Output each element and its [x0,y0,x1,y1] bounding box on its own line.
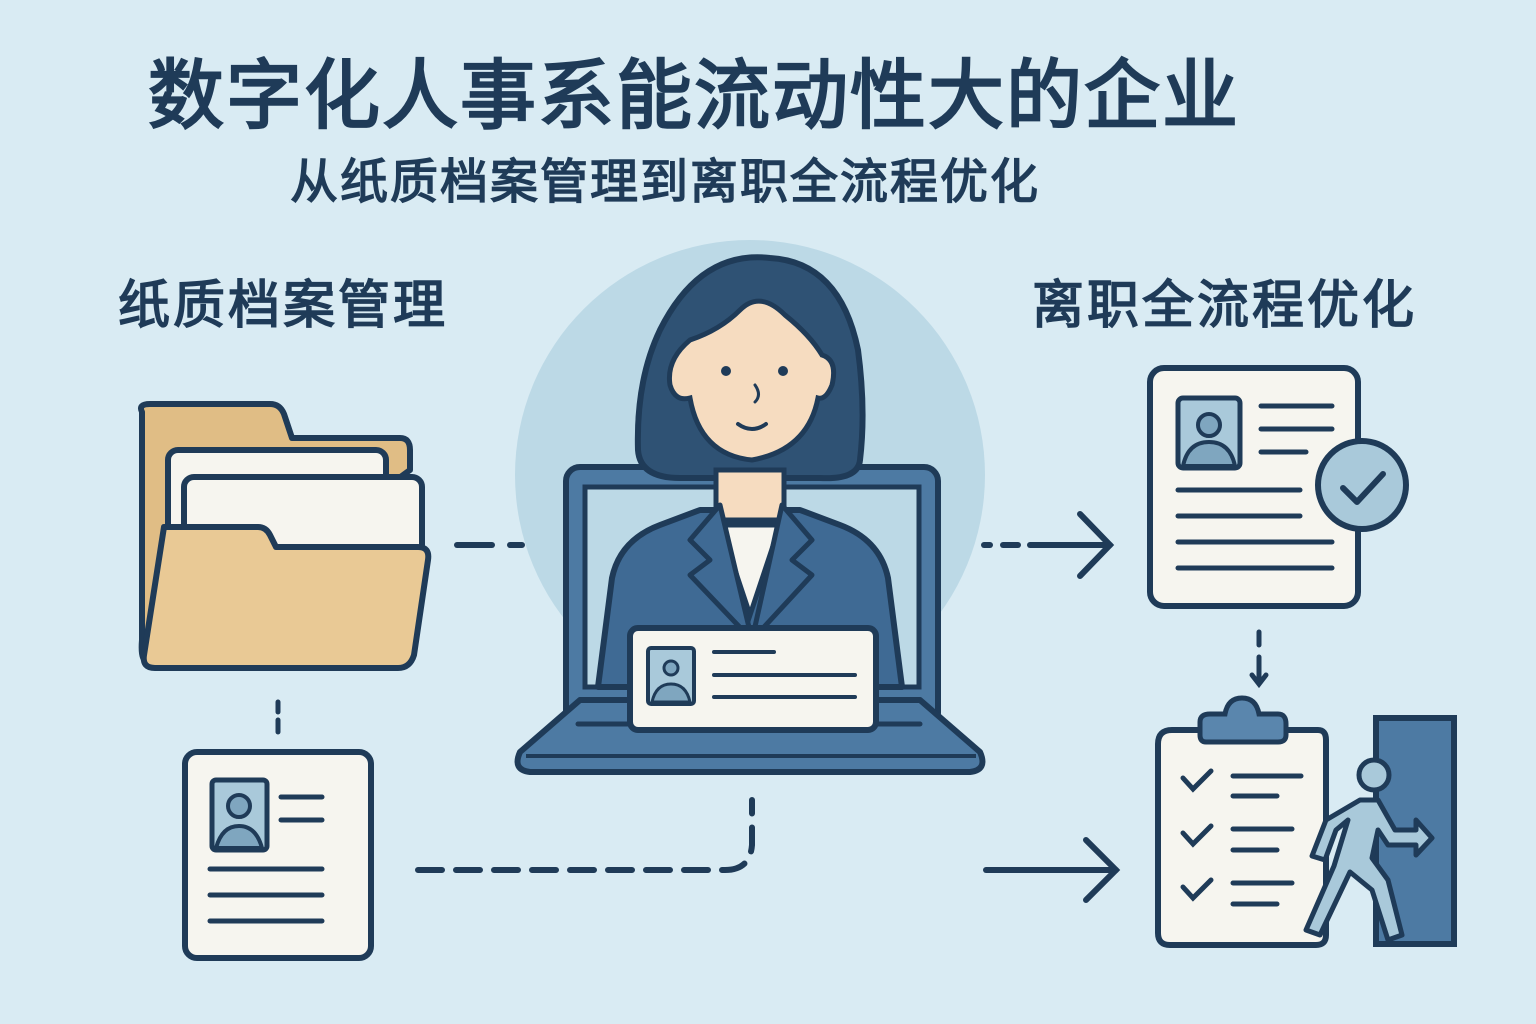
section-label-offboarding: 离职全流程优化 [1032,276,1418,336]
profile-document-icon [182,749,374,961]
folder-with-papers-icon [138,401,432,671]
page-subtitle: 从纸质档案管理到离职全流程优化 [290,154,1041,210]
document-check-icon [1147,365,1409,609]
page-title: 数字化人事系能流动性大的企业 [148,51,1240,140]
person-exit-door-icon [1303,757,1435,943]
hr-woman-laptop-icon [514,254,986,775]
arrow-to-checklist [983,837,1121,903]
section-label-paper-archive: 纸质档案管理 [118,276,449,336]
clipboard-checklist-icon [1155,695,1329,948]
arrow-laptop-to-document [981,511,1115,579]
connector-profile-to-laptop [415,797,755,873]
arrow-document-to-checklist [1249,629,1269,689]
